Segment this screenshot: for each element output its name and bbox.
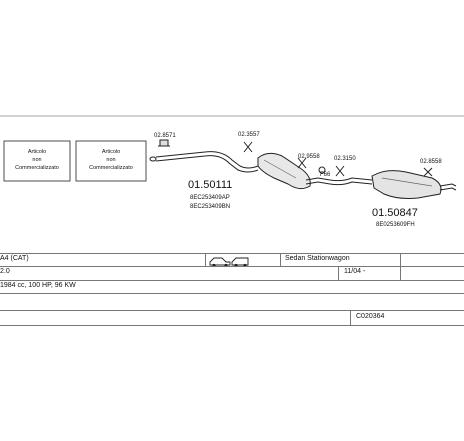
part-label-02-9558: 02.9558 — [298, 154, 320, 160]
table-vline-1 — [205, 253, 206, 266]
table-line-2 — [0, 266, 464, 267]
box2-line1: Articolo — [102, 149, 120, 155]
part-label-02-8558: 02.8558 — [420, 159, 442, 165]
table-line-3 — [0, 280, 464, 281]
gasket-icon — [318, 166, 326, 174]
code-cell: C020364 — [356, 313, 385, 320]
table-vline-4 — [338, 266, 339, 280]
table-line-5 — [0, 310, 464, 311]
part-number-01-50111: 01.50111 — [188, 179, 232, 191]
clamp-icon-2 — [297, 157, 307, 169]
part-sub-1a: 8EC253409AP — [190, 195, 230, 201]
table-vline-3 — [400, 253, 401, 266]
clamp-icon-1 — [158, 139, 170, 147]
not-sold-box-1: Articolo non Commercializzato — [3, 140, 71, 182]
front-pipe — [149, 151, 259, 173]
date-cell: 11/04 - — [344, 268, 366, 275]
part-label-02-8571: 02.8571 — [154, 133, 176, 139]
hanger-icon-1 — [243, 141, 253, 153]
spec-cell: 1984 cc, 100 HP, 96 KW — [0, 282, 76, 289]
body-cell: Sedan Stationwagon — [285, 255, 350, 262]
box2-line2: non — [106, 157, 115, 163]
box1-line2: non — [32, 157, 41, 163]
not-sold-box-2: Articolo non Commercializzato — [75, 140, 147, 182]
middle-muffler — [257, 152, 331, 190]
table-line-6 — [0, 325, 464, 326]
table-vline-5 — [400, 266, 401, 280]
hanger-icon-3 — [423, 167, 433, 177]
rear-muffler — [371, 170, 457, 199]
part-label-f66: F66 — [320, 172, 331, 178]
part-label-02-3150: 02.3150 — [334, 156, 356, 162]
table-line-4 — [0, 293, 464, 294]
car-wagon-icon — [231, 257, 249, 268]
engine-cell: 2.0 — [0, 268, 10, 275]
rear-pipe — [329, 177, 373, 186]
box1-line1: Articolo — [28, 149, 46, 155]
part-sub-2a: 8E0253609FH — [376, 222, 415, 228]
part-label-02-3557: 02.3557 — [238, 132, 260, 138]
hanger-icon-2 — [335, 165, 345, 177]
table-line-1 — [0, 253, 464, 254]
part-sub-1b: 8EC253409BN — [190, 204, 230, 210]
table-vline-6 — [350, 310, 351, 325]
part-number-01-50847: 01.50847 — [372, 207, 418, 219]
model-cell: A4 (CAT) — [0, 255, 29, 262]
box1-line3: Commercializzato — [15, 165, 59, 171]
table-vline-2 — [280, 253, 281, 266]
box2-line3: Commercializzato — [89, 165, 133, 171]
